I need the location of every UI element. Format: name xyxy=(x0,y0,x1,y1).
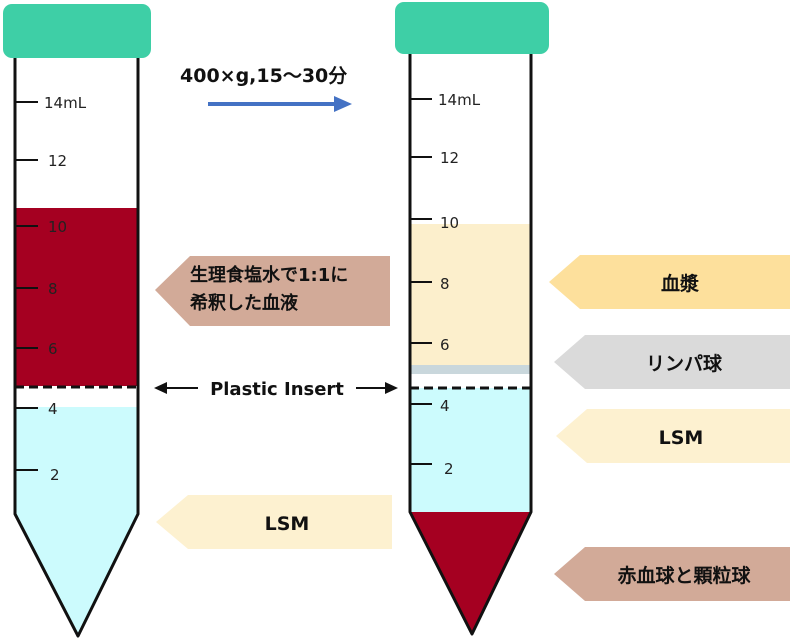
left-scale-label: 10 xyxy=(48,218,67,236)
right-scale-label-14ml: 14mL xyxy=(438,91,481,109)
right-tube-lymphocyte-band xyxy=(410,365,531,374)
diluted-blood-label-line1: 生理食塩水で1:1に xyxy=(190,264,348,286)
right-tube-plasma-layer xyxy=(410,224,531,365)
right-scale-label: 4 xyxy=(440,397,450,415)
lsm-callout-right: LSM xyxy=(556,409,790,463)
right-scale-label: 12 xyxy=(440,149,459,167)
right-scale-label: 10 xyxy=(440,214,459,232)
diluted-blood-label-line2: 希釈した血液 xyxy=(190,292,299,314)
right-tube-cap xyxy=(395,2,549,54)
right-tube-outline xyxy=(408,54,533,636)
left-tube-blood-layer xyxy=(15,208,138,386)
lymphocyte-callout: リンパ球 xyxy=(554,335,790,389)
plasma-label: 血漿 xyxy=(661,272,699,295)
right-scale-label: 8 xyxy=(440,275,450,293)
right-tube-rbc-pellet xyxy=(410,512,531,634)
left-scale-label: 6 xyxy=(48,340,58,358)
left-tube: 14mL 12 10 8 6 4 2 xyxy=(3,4,151,638)
process-arrow xyxy=(208,96,352,112)
diluted-blood-callout: 生理食塩水で1:1に 希釈した血液 xyxy=(155,256,390,326)
right-scale-label: 6 xyxy=(440,336,450,354)
left-scale-label: 12 xyxy=(48,152,67,170)
right-scale-label: 2 xyxy=(444,460,454,478)
plasma-callout: 血漿 xyxy=(549,255,790,309)
left-tube-outline xyxy=(13,58,140,638)
lsm-callout-left: LSM xyxy=(156,495,392,549)
left-scale-label: 4 xyxy=(48,400,58,418)
lsm-left-label: LSM xyxy=(265,513,310,535)
left-scale-label-14ml: 14mL xyxy=(44,94,87,112)
left-scale-label: 8 xyxy=(48,280,58,298)
left-tube-cap xyxy=(3,4,151,58)
lsm-right-label: LSM xyxy=(659,427,704,449)
right-tube: 14mL 12 10 8 6 4 2 xyxy=(395,2,549,636)
rbc-granulocyte-callout: 赤血球と顆粒球 xyxy=(554,547,790,601)
rbc-granulocyte-label: 赤血球と顆粒球 xyxy=(617,564,751,587)
left-scale-label: 2 xyxy=(50,466,60,484)
centrifuge-condition-label: 400×g,15～30分 xyxy=(180,65,347,87)
left-tube-lsm-layer xyxy=(15,407,138,636)
plastic-insert-indicator: Plastic Insert xyxy=(154,379,398,400)
lymphocyte-label: リンパ球 xyxy=(646,352,723,375)
right-tube-lsm-layer xyxy=(410,388,531,512)
plastic-insert-label: Plastic Insert xyxy=(210,379,344,400)
